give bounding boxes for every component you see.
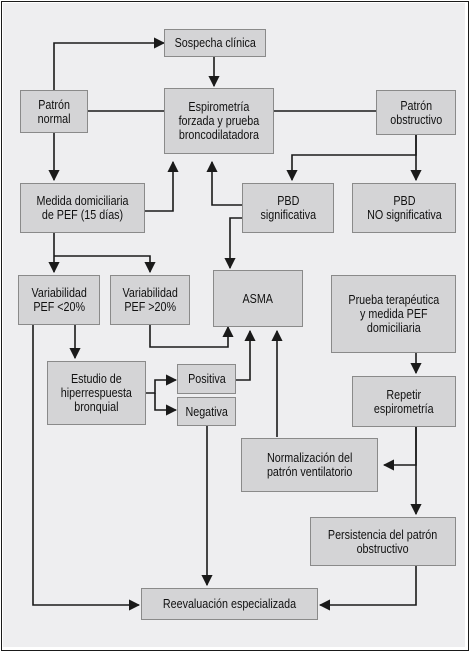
arrow-persistencia-to-reevaluacion: [318, 566, 417, 611]
node-espirometria: Espirometría forzada y prueba broncodila…: [164, 88, 274, 154]
arrow-pbdsig-to-asma: [224, 217, 242, 270]
arrow-normal-to-sospecha: [53, 37, 166, 90]
node-pbd-significativa: PBD significativa: [242, 183, 334, 233]
arrow-variabilidad-menor-to-reevaluacion: [32, 325, 141, 611]
node-prueba-terapeutica: Prueba terapéutica y medida PEF domicili…: [331, 275, 456, 353]
node-reevaluacion: Reevaluación especializada: [141, 588, 318, 620]
node-persistencia: Persistencia del patrón obstructivo: [310, 517, 456, 566]
node-variabilidad-mayor: Variabilidad PEF >20%: [110, 275, 190, 325]
node-pbd-no-significativa: PBD NO significativa: [352, 183, 456, 233]
node-positiva: Positiva: [177, 364, 236, 394]
node-estudio-hiperrespuesta: Estudio de hiperrespuesta bronquial: [47, 361, 146, 425]
node-patron-obstructivo: Patrón obstructivo: [376, 90, 456, 135]
node-sospecha-clinica: Sospecha clínica: [164, 29, 266, 57]
node-variabilidad-menor: Variabilidad PEF <20%: [18, 275, 100, 325]
arrow-estudio-to-negativa: [154, 393, 178, 416]
arrow-estudio-to-positiva: [146, 374, 178, 394]
arrow-obstructivo-to-pbdsig: [286, 135, 417, 182]
node-negativa: Negativa: [177, 397, 236, 426]
node-normalizacion: Normalización del patrón ventilatorio: [241, 438, 378, 492]
node-medida-domiciliaria: Medida domiciliaria de PEF (15 días): [20, 183, 145, 233]
arrow-repetir-to-normalizacion: [382, 427, 417, 471]
arrow-medida-to-variabilidad-mayor: [54, 255, 156, 274]
arrow-positiva-to-asma: [236, 329, 256, 381]
node-asma: ASMA: [213, 270, 303, 327]
arrow-medida-to-espirometria: [145, 160, 179, 212]
arrow-variabilidad-mayor-to-asma: [149, 325, 234, 348]
node-patron-normal: Patrón normal: [20, 90, 88, 133]
arrow-pbdsig-to-espirometria: [206, 160, 242, 206]
node-repetir-espirometria: Repetir espirometría: [352, 376, 456, 427]
